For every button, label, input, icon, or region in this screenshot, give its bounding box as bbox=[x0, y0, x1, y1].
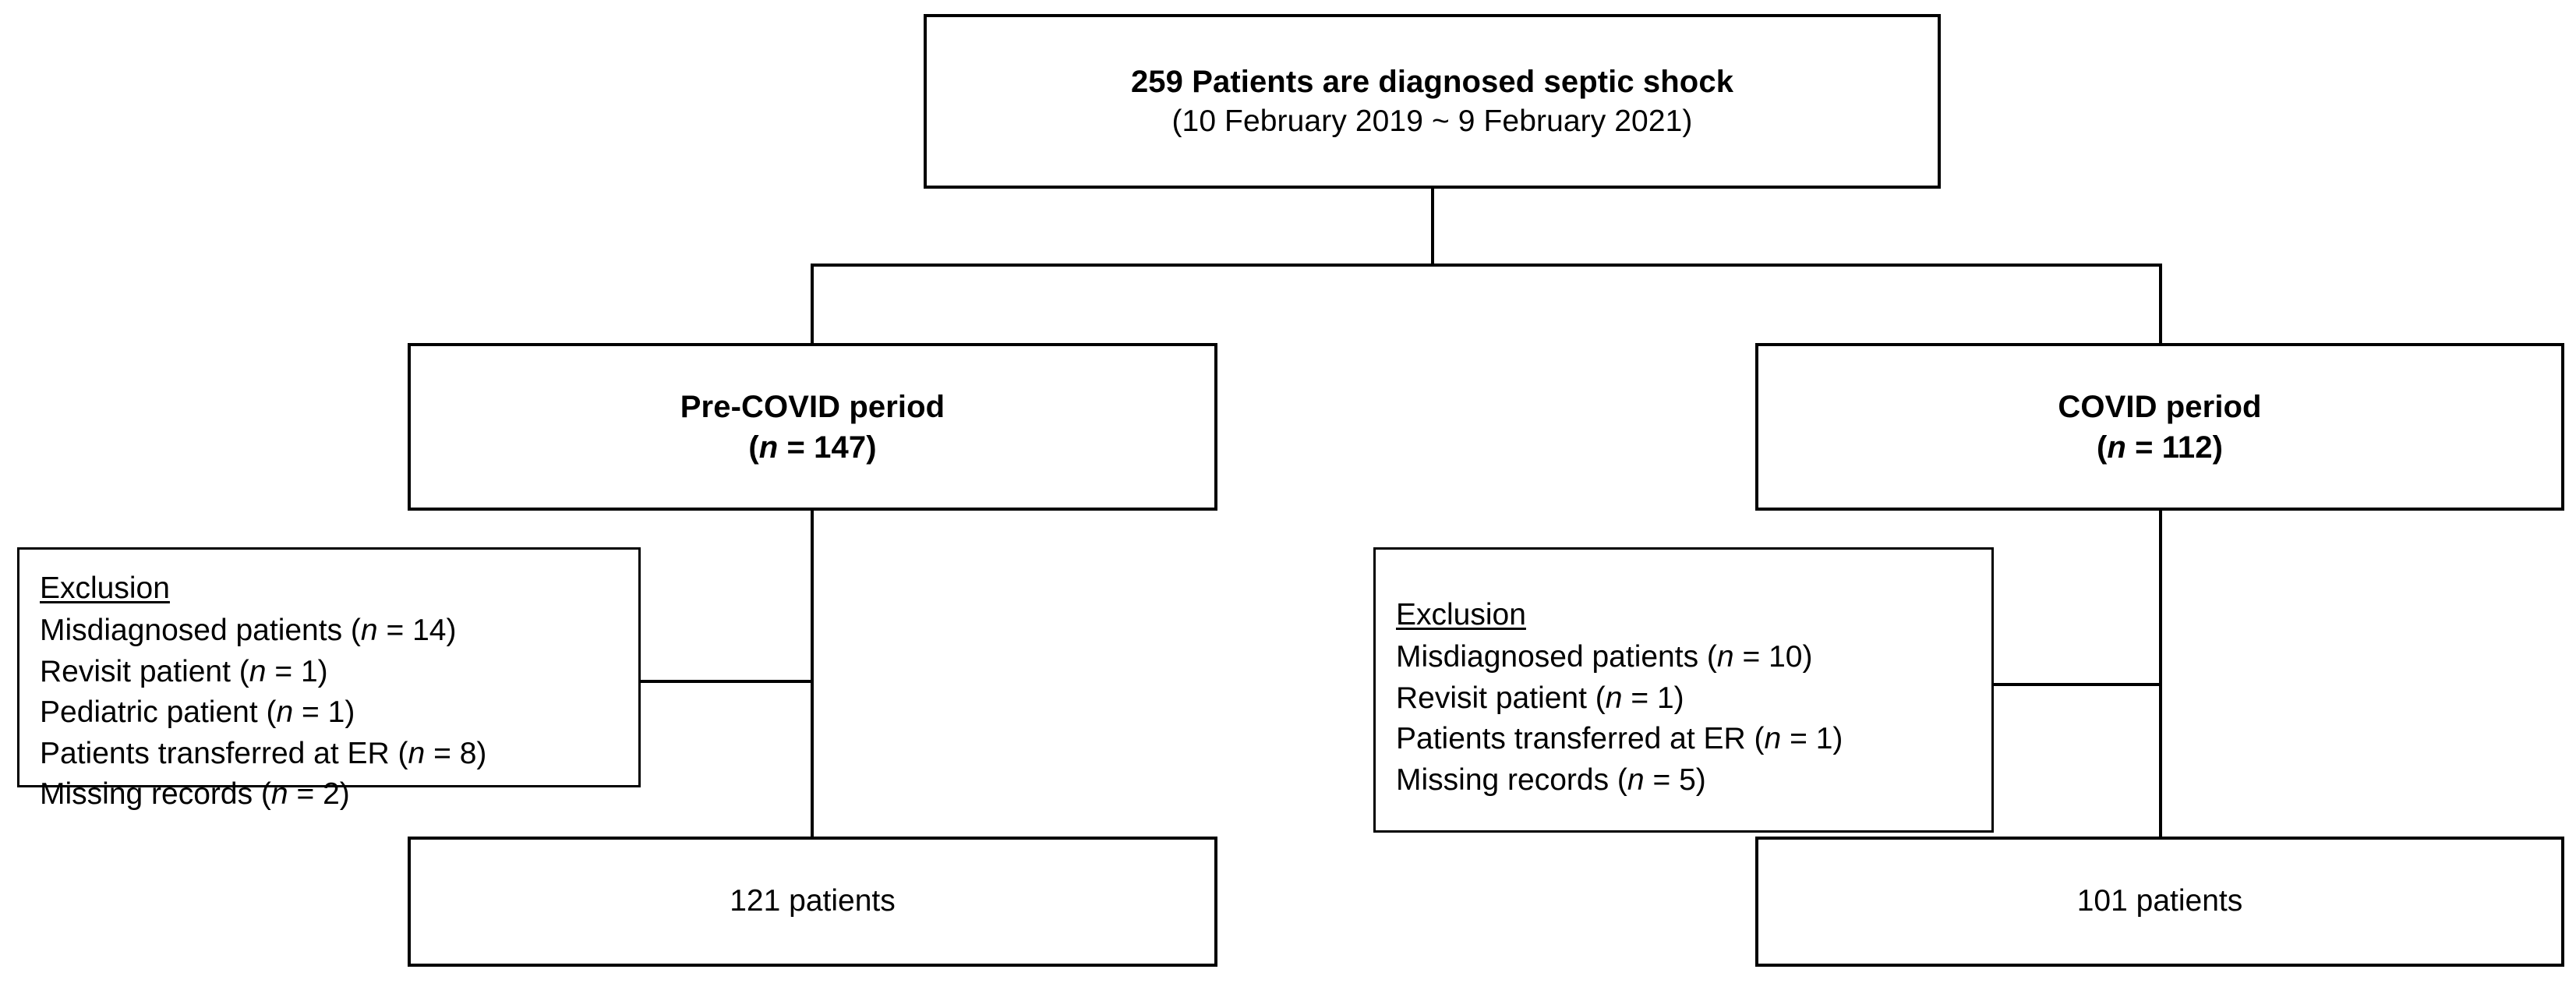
covid-n-symbol: n bbox=[2107, 430, 2126, 465]
exclusion-item-value: = 1) bbox=[293, 695, 355, 730]
connector-split-bar bbox=[811, 264, 2162, 267]
exclusion-item-n: n bbox=[249, 654, 267, 688]
pre-covid-result-count: 121 patients bbox=[730, 884, 896, 918]
exclusion-item-paren: ( bbox=[1754, 722, 1765, 756]
exclusion-item-text: Patients transferred at ER bbox=[1396, 722, 1754, 756]
exclusion-item: Revisit patient (n = 1) bbox=[40, 652, 328, 692]
exclusion-item-n: n bbox=[270, 777, 288, 812]
exclusion-item-text: Revisit patient bbox=[40, 654, 239, 688]
connector-drop-right bbox=[2159, 264, 2162, 345]
exclusion-item-paren: ( bbox=[266, 695, 277, 730]
exclusion-item-paren: ( bbox=[1617, 762, 1627, 797]
covid-paren-open: ( bbox=[2096, 430, 2108, 465]
pre-covid-exclusion-heading: Exclusion bbox=[40, 571, 170, 605]
exclusion-item-text: Missing records bbox=[1396, 762, 1617, 797]
connector-pre-covid-exclusion-tee bbox=[639, 680, 812, 683]
connector-covid-exclusion-tee bbox=[1992, 683, 2161, 686]
exclusion-item-value: = 1) bbox=[266, 654, 328, 688]
pre-covid-n-symbol: n bbox=[758, 430, 779, 465]
exclusion-item-paren: ( bbox=[350, 614, 361, 648]
covid-label: COVID period bbox=[2058, 389, 2262, 424]
node-pre-covid-result: 121 patients bbox=[408, 837, 1217, 967]
exclusion-item-paren: ( bbox=[1706, 640, 1717, 674]
node-pre-covid-exclusion: Exclusion Misdiagnosed patients (n = 14)… bbox=[17, 547, 641, 811]
exclusion-item-value: = 10) bbox=[1733, 640, 1813, 674]
exclusion-item-n: n bbox=[1627, 762, 1645, 797]
exclusion-item-value: = 1) bbox=[1781, 722, 1843, 756]
exclusion-item-paren: ( bbox=[398, 736, 408, 770]
covid-result-count: 101 patients bbox=[2076, 884, 2243, 918]
exclusion-item-n: n bbox=[1764, 722, 1782, 756]
exclusion-item: Misdiagnosed patients (n = 10) bbox=[1396, 637, 1812, 677]
exclusion-item-n: n bbox=[276, 695, 294, 730]
covid-exclusion-heading: Exclusion bbox=[1396, 598, 1526, 631]
exclusion-item: Patients transferred at ER (n = 8) bbox=[40, 734, 486, 774]
exclusion-item: Missing records (n = 2) bbox=[40, 774, 350, 815]
node-covid-exclusion: Exclusion Misdiagnosed patients (n = 10)… bbox=[1373, 547, 1994, 833]
node-pre-covid-period: Pre-COVID period (n = 147) bbox=[408, 343, 1217, 511]
exclusion-item-n: n bbox=[1605, 681, 1623, 715]
exclusion-item-text: Misdiagnosed patients bbox=[1396, 640, 1707, 674]
exclusion-item: Misdiagnosed patients (n = 14) bbox=[40, 610, 456, 651]
pre-covid-paren-open: ( bbox=[748, 430, 759, 465]
node-covid-result: 101 patients bbox=[1755, 837, 2564, 967]
exclusion-item-n: n bbox=[360, 614, 378, 648]
pre-covid-label: Pre-COVID period bbox=[680, 389, 945, 424]
covid-n-value: = 112) bbox=[2125, 430, 2224, 465]
covid-count: (n = 112) bbox=[2097, 427, 2223, 468]
exclusion-item-value: = 8) bbox=[425, 736, 487, 770]
exclusion-item-value: = 1) bbox=[1622, 681, 1684, 715]
exclusion-item-text: Pediatric patient bbox=[40, 695, 267, 730]
exclusion-item-value: = 5) bbox=[1644, 762, 1706, 797]
exclusion-item-text: Misdiagnosed patients bbox=[40, 614, 351, 648]
exclusion-item-text: Revisit patient bbox=[1396, 681, 1595, 715]
connector-drop-left bbox=[811, 264, 814, 345]
exclusion-item-text: Patients transferred at ER bbox=[40, 736, 398, 770]
exclusion-item-n: n bbox=[1716, 640, 1734, 674]
exclusion-item-paren: ( bbox=[239, 654, 249, 688]
exclusion-item-paren: ( bbox=[1595, 681, 1606, 715]
exclusion-item-paren: ( bbox=[260, 777, 271, 812]
exclusion-item: Patients transferred at ER (n = 1) bbox=[1396, 719, 1843, 759]
exclusion-item-text: Missing records bbox=[40, 777, 261, 812]
pre-covid-count: (n = 147) bbox=[748, 427, 876, 468]
pre-covid-n-value: = 147) bbox=[778, 430, 877, 465]
total-cohort-title: 259 Patients are diagnosed septic shock bbox=[1130, 64, 1734, 99]
exclusion-item: Missing records (n = 5) bbox=[1396, 760, 1706, 801]
exclusion-item-value: = 14) bbox=[377, 614, 457, 648]
exclusion-item-value: = 2) bbox=[288, 777, 350, 812]
exclusion-item: Revisit patient (n = 1) bbox=[1396, 678, 1684, 719]
connector-top-stem bbox=[1431, 189, 1434, 267]
exclusion-item-n: n bbox=[408, 736, 426, 770]
exclusion-item: Pediatric patient (n = 1) bbox=[40, 692, 355, 733]
node-total-cohort: 259 Patients are diagnosed septic shock … bbox=[924, 14, 1941, 189]
connector-covid-spine bbox=[2159, 511, 2162, 838]
total-cohort-daterange: (10 February 2019 ~ 9 February 2021) bbox=[1171, 104, 1693, 138]
node-covid-period: COVID period (n = 112) bbox=[1755, 343, 2564, 511]
connector-pre-covid-spine bbox=[811, 511, 814, 838]
